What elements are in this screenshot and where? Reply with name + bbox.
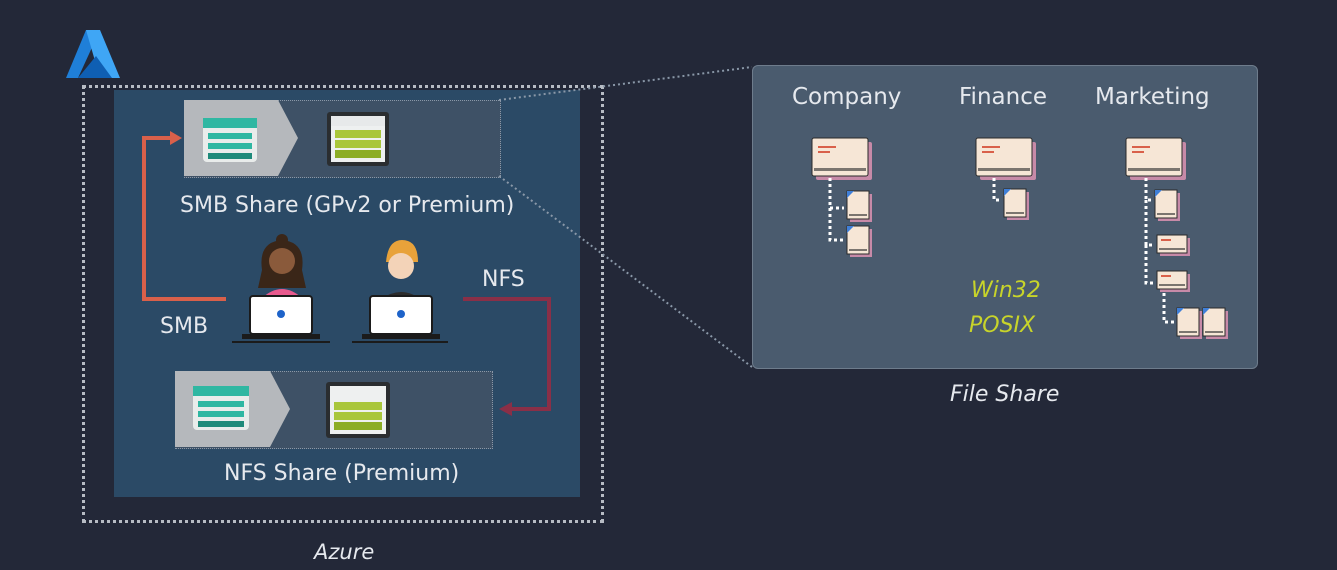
file-icon — [846, 190, 873, 223]
file-share-label: File Share — [950, 382, 1060, 407]
azure-label: Azure — [314, 540, 375, 564]
format-posix: POSIX — [969, 313, 1036, 338]
storage-account-icon — [184, 100, 298, 176]
file-icon — [1003, 188, 1030, 221]
folder-heading-marketing: Marketing — [1095, 84, 1210, 110]
file-icon — [846, 225, 873, 258]
folder-heading-company: Company — [792, 84, 902, 110]
file-icon — [1154, 189, 1181, 222]
file-icon — [1202, 307, 1229, 340]
folder-icon — [1156, 234, 1191, 257]
file-share-icon — [327, 112, 389, 166]
folder-icon — [811, 137, 873, 181]
smb-protocol-label: SMB — [160, 314, 209, 339]
nfs-share-label: NFS Share (Premium) — [224, 461, 460, 486]
nfs-protocol-label: NFS — [482, 267, 525, 292]
format-win32: Win32 — [971, 278, 1041, 303]
folder-icon — [1125, 137, 1187, 181]
file-share-icon — [326, 382, 390, 438]
nfs-connection-arrow — [463, 297, 551, 411]
folder-icon — [1156, 270, 1191, 293]
laptop-icon — [232, 295, 330, 343]
storage-account-icon — [175, 371, 290, 447]
nfs-arrowhead-icon — [499, 402, 512, 416]
smb-arrowhead-icon — [170, 131, 182, 145]
smb-connection-arrow — [142, 136, 226, 301]
folder-icon — [975, 137, 1037, 181]
laptop-icon — [352, 295, 448, 343]
file-icon — [1176, 307, 1203, 340]
smb-share-label: SMB Share (GPv2 or Premium) — [180, 193, 515, 218]
folder-heading-finance: Finance — [959, 84, 1047, 110]
azure-boundary — [82, 85, 604, 523]
